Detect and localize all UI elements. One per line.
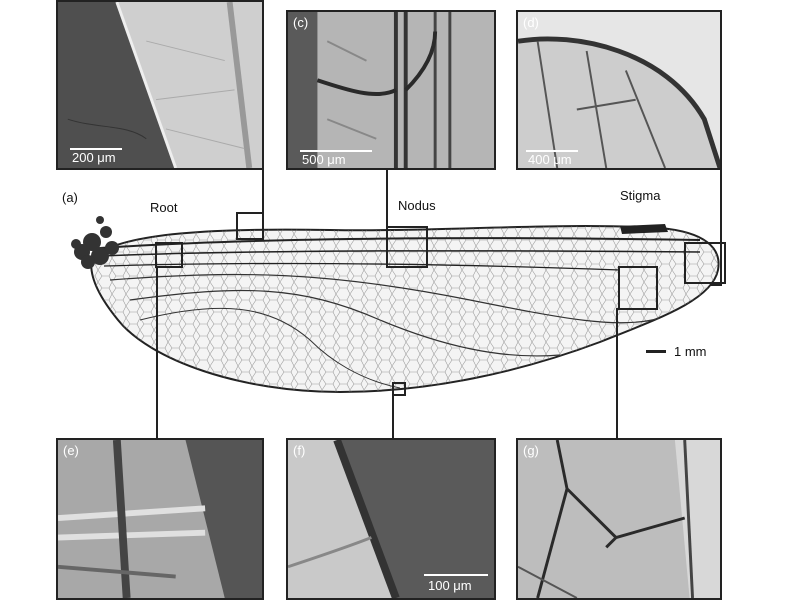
- sem-panel-costa: 200 μm: [56, 0, 264, 170]
- panel-label-c: (c): [293, 15, 309, 30]
- root-label: Root: [150, 200, 178, 215]
- scale-bar: [424, 574, 488, 576]
- stigma-label: Stigma: [620, 188, 661, 203]
- panel-label-a: (a): [62, 190, 78, 205]
- panel-label-g: (g): [523, 443, 539, 458]
- sem-panel-c: (c) 500 μm: [286, 10, 496, 170]
- scale-bar: [70, 148, 122, 150]
- connector-line: [386, 170, 388, 228]
- sem-panel-f: (f) 100 μm: [286, 438, 496, 600]
- main-scale-text: 1 mm: [674, 344, 707, 359]
- wing-root: [71, 216, 119, 269]
- apex-region-box: [684, 242, 726, 284]
- scale-text: 500 μm: [302, 152, 346, 167]
- scale-bar: [300, 150, 372, 152]
- scale-text: 200 μm: [72, 150, 116, 165]
- panel-label-d: (d): [523, 15, 539, 30]
- connector-line: [156, 266, 158, 438]
- connector-line: [262, 170, 264, 214]
- scale-text: 400 μm: [528, 152, 572, 167]
- panel-label-e: (e): [63, 443, 79, 458]
- costa-region-box: [236, 212, 264, 240]
- scale-text: 100 μm: [428, 578, 472, 593]
- sem-panel-e: (e): [56, 438, 264, 600]
- main-scale-bar: [646, 350, 666, 353]
- root-region-box: [155, 242, 183, 268]
- panel-label-f: (f): [293, 443, 306, 458]
- scale-bar: [526, 150, 578, 152]
- connector-line: [616, 308, 618, 438]
- nodus-label: Nodus: [398, 198, 436, 213]
- distal-region-box: [618, 266, 658, 310]
- nodus-region-box: [386, 226, 428, 268]
- connector-line: [392, 394, 394, 438]
- connector-line: [710, 284, 722, 286]
- trailing-edge-box: [392, 382, 406, 396]
- connector-line: [720, 170, 722, 286]
- sem-panel-d: (d) 400 μm: [516, 10, 722, 170]
- sem-panel-g: (g): [516, 438, 722, 600]
- stigma-mark: [620, 224, 668, 234]
